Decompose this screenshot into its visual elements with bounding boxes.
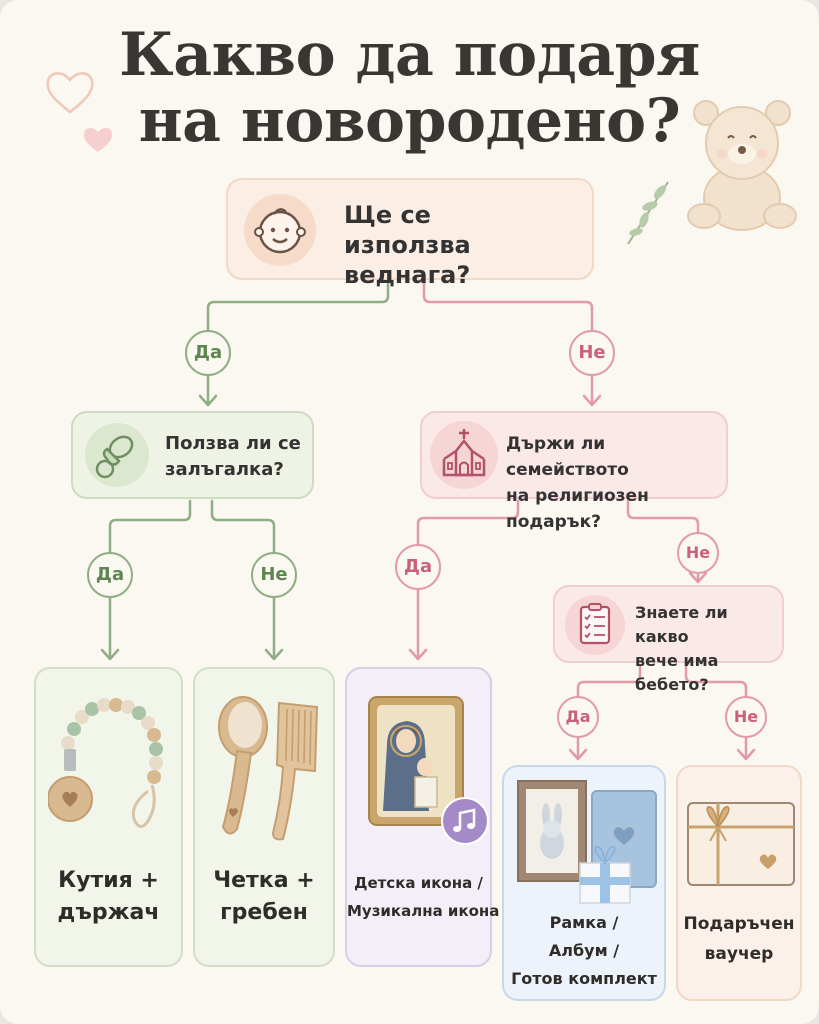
teddy-bear-icon bbox=[687, 100, 797, 231]
edge-label-has-items-yes: Да bbox=[557, 696, 599, 738]
edge-label-no: Не bbox=[569, 330, 615, 376]
question-religious-text: Държи ли семейството на религиозен подар… bbox=[506, 434, 649, 532]
outcome-voucher-label: Подаръчен ваучер bbox=[683, 914, 795, 964]
connector-no-has-items bbox=[688, 571, 708, 584]
question-religious: Държи ли семейството на религиозен подар… bbox=[420, 411, 728, 532]
outcome-brush-comb-label: Четка + гребен bbox=[213, 868, 315, 925]
connector-root-no bbox=[422, 280, 594, 332]
edge-label-religious-yes: Да bbox=[395, 544, 441, 590]
page-title: Какво да подаря на новородено? bbox=[0, 22, 819, 154]
question-has-items: Знаете ли какво вече има бебето? bbox=[553, 585, 784, 694]
connector-pacifier-yes bbox=[108, 499, 192, 554]
question-pacifier: Ползва ли се залъгалка? bbox=[71, 411, 314, 499]
edge-label-pacifier-yes: Да bbox=[87, 552, 133, 598]
baby-face-icon bbox=[244, 194, 316, 266]
outcome-icon-gift: Детска икона / Музикална икона bbox=[345, 667, 500, 967]
outcome-frame-album: Рамка / Албум / Готов комплект bbox=[502, 765, 666, 1001]
connector-has-items-yes bbox=[576, 663, 642, 698]
edge-label-has-items-no: Не bbox=[725, 696, 767, 738]
pacifier-icon bbox=[85, 423, 149, 487]
leaf-branch-icon bbox=[627, 181, 669, 245]
checklist-icon bbox=[565, 595, 625, 655]
connector-root-yes bbox=[206, 280, 390, 332]
brush-and-comb-illustration bbox=[218, 696, 319, 841]
edge-label-religious-no: Не bbox=[677, 532, 719, 574]
question-root: Ще се използва веднага? bbox=[226, 178, 594, 289]
heart-filled-icon bbox=[83, 127, 113, 152]
music-note-icon bbox=[441, 797, 489, 845]
heart-outline-icon bbox=[46, 72, 94, 114]
connector-no-religious bbox=[582, 374, 602, 407]
outcome-voucher: Подаръчен ваучер bbox=[676, 765, 802, 1001]
frame-album-gift-illustration bbox=[517, 780, 657, 904]
edge-label-pacifier-no: Не bbox=[251, 552, 297, 598]
connector-yes-pacifier bbox=[198, 374, 218, 407]
connector-yes-frame-album bbox=[568, 736, 588, 761]
church-icon bbox=[430, 421, 498, 489]
connector-yes-box-holder bbox=[100, 596, 120, 661]
connector-no-voucher bbox=[736, 736, 756, 761]
edge-label-yes: Да bbox=[185, 330, 231, 376]
question-has-items-text: Знаете ли какво вече има бебето? bbox=[635, 603, 728, 694]
religious-icon-illustration bbox=[368, 696, 464, 826]
gift-voucher-illustration bbox=[687, 802, 795, 886]
question-root-text: Ще се използва веднага? bbox=[344, 201, 471, 289]
title-line-1: Какво да подаря bbox=[119, 20, 700, 90]
outcome-box-holder-label: Кутия + държач bbox=[57, 868, 160, 925]
connector-religious-yes bbox=[416, 499, 520, 546]
outcome-frame-album-label: Рамка / Албум / Готов комплект bbox=[511, 913, 657, 988]
connector-pacifier-no bbox=[210, 499, 276, 554]
title-line-2: на новородено? bbox=[138, 86, 681, 156]
connector-has-items-no bbox=[684, 663, 748, 698]
connector-no-brush-comb bbox=[264, 596, 284, 661]
connector-religious-no bbox=[626, 499, 700, 534]
pacifier-clip-illustration bbox=[48, 698, 163, 828]
question-pacifier-text: Ползва ли се залъгалка? bbox=[165, 433, 301, 480]
outcome-icon-gift-label: Детска икона / Музикална икона bbox=[347, 874, 500, 920]
outcome-box-holder: Кутия + държач bbox=[34, 667, 183, 967]
connector-yes-icon-gift bbox=[408, 588, 428, 661]
outcome-brush-comb: Четка + гребен bbox=[193, 667, 335, 967]
